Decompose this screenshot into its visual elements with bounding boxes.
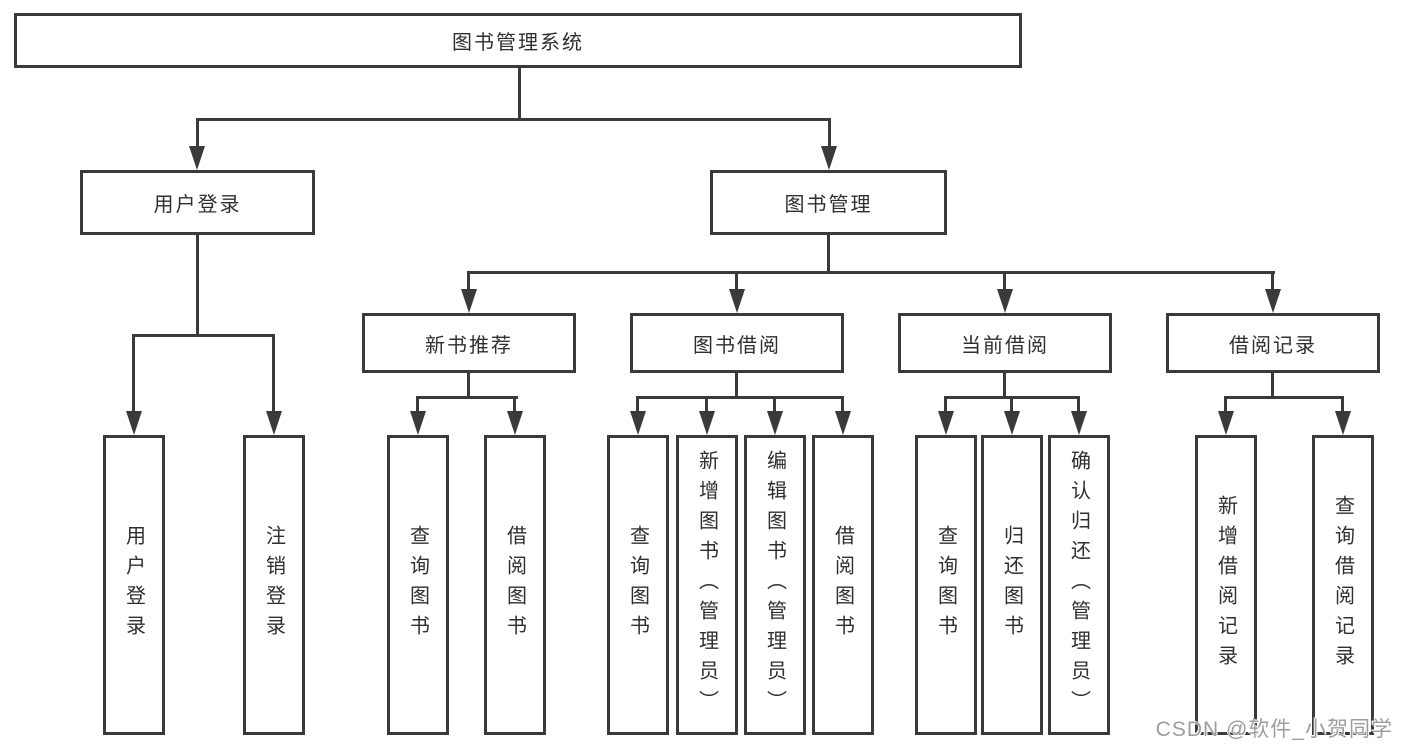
arrowhead-down: [630, 411, 646, 435]
arrowhead-down: [997, 289, 1013, 313]
arrowhead-down: [461, 289, 477, 313]
arrowhead-down: [410, 411, 426, 435]
node-current-borrowing: 当前借阅: [898, 313, 1112, 373]
leaf-query-books: 查询图书: [387, 435, 449, 735]
leaf-confirm-return-admin: 确认归还（管理员）: [1048, 435, 1110, 735]
leaf-add-books-admin: 新增图书（管理员）: [676, 435, 738, 735]
connector-records-drop: [1341, 396, 1344, 414]
connector-records-stub: [1271, 373, 1274, 399]
connector-root-rail: [196, 118, 831, 121]
csdn-watermark: CSDN @软件_小贺同学: [1155, 718, 1393, 741]
leaf-borrow-books: 借阅图书: [812, 435, 874, 735]
arrowhead-down: [729, 289, 745, 313]
connector-userlogin-stub: [196, 235, 199, 336]
arrowhead-down: [1004, 411, 1020, 435]
leaf-return-books: 归还图书: [981, 435, 1043, 735]
leaf-query-books: 查询图书: [915, 435, 977, 735]
connector-root-drop-right: [828, 118, 831, 150]
connector-userlogin-rail: [132, 334, 275, 337]
connector-bookmgmt-stub: [827, 235, 830, 274]
connector-borrow-stub: [735, 373, 738, 399]
arrowhead-down: [821, 146, 837, 170]
connector-newbook-drop: [513, 396, 516, 414]
connector-borrow-drop: [636, 396, 639, 414]
connector-bookmgmt-drop: [1271, 271, 1274, 292]
leaf-query-borrow-record: 查询借阅记录: [1312, 435, 1374, 735]
node-book-management: 图书管理: [710, 170, 947, 235]
connector-userlogin-drop: [132, 334, 135, 414]
connector-current-drop: [944, 396, 947, 414]
arrowhead-down: [507, 411, 523, 435]
arrowhead-down: [266, 411, 282, 435]
arrowhead-down: [699, 411, 715, 435]
connector-borrow-drop: [705, 396, 708, 414]
leaf-user-login: 用户登录: [103, 435, 165, 735]
connector-current-stub: [1003, 373, 1006, 399]
connector-borrow-drop: [841, 396, 844, 414]
connector-root-stub: [518, 68, 521, 121]
arrowhead-down: [938, 411, 954, 435]
connector-borrow-rail: [636, 396, 844, 399]
connector-records-rail: [1224, 396, 1344, 399]
connector-newbook-rail: [416, 396, 518, 399]
node-root-library-system: 图书管理系统: [14, 13, 1022, 68]
node-user-login: 用户登录: [80, 170, 315, 235]
node-borrowing-records: 借阅记录: [1166, 313, 1380, 373]
leaf-edit-books-admin: 编辑图书（管理员）: [744, 435, 806, 735]
arrowhead-down: [1071, 411, 1087, 435]
connector-borrow-drop: [773, 396, 776, 414]
leaf-query-books: 查询图书: [607, 435, 669, 735]
arrowhead-down: [1218, 411, 1234, 435]
node-book-borrowing: 图书借阅: [630, 313, 844, 373]
leaf-logout: 注销登录: [243, 435, 305, 735]
arrowhead-down: [1265, 289, 1281, 313]
arrowhead-down: [835, 411, 851, 435]
arrowhead-down: [189, 146, 205, 170]
node-new-book-recommend: 新书推荐: [362, 313, 576, 373]
arrowhead-down: [126, 411, 142, 435]
connector-bookmgmt-drop: [735, 271, 738, 292]
connector-records-drop: [1224, 396, 1227, 414]
leaf-borrow-books: 借阅图书: [484, 435, 546, 735]
connector-bookmgmt-drop: [467, 271, 470, 292]
connector-bookmgmt-drop: [1003, 271, 1006, 292]
connector-current-drop: [1010, 396, 1013, 414]
connector-userlogin-drop: [272, 334, 275, 414]
connector-root-drop-left: [196, 118, 199, 150]
arrowhead-down: [767, 411, 783, 435]
connector-newbook-drop: [416, 396, 419, 414]
connector-newbook-stub: [467, 373, 470, 399]
arrowhead-down: [1335, 411, 1351, 435]
leaf-add-borrow-record: 新增借阅记录: [1195, 435, 1257, 735]
connector-current-drop: [1077, 396, 1080, 414]
connector-bookmgmt-rail: [467, 271, 1275, 274]
